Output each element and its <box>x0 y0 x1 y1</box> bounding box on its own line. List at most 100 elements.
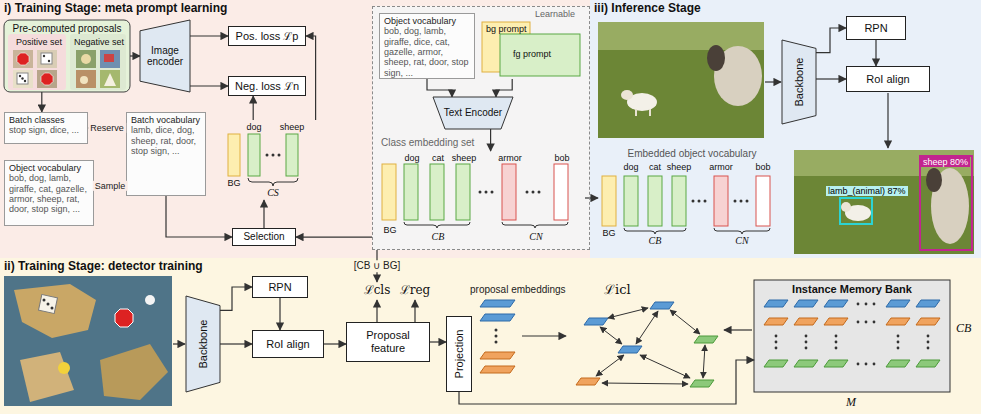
trapezoid-outline <box>433 97 513 129</box>
proposal-thumbnails <box>48 60 50 62</box>
proposal-embedding-vectors <box>495 335 498 338</box>
proposal-thumbnails <box>81 54 91 64</box>
connector <box>220 343 252 344</box>
vocabulary-box: Batch vocabularylamb, dice, dog, sheep, … <box>126 112 206 196</box>
contrastive-graph <box>596 308 705 384</box>
label-text: bob, dog, lamb, giraffe, dice, cat, gaze… <box>384 26 470 78</box>
connector <box>414 300 415 322</box>
embedding-columns <box>479 191 482 194</box>
label-text: CB <box>956 322 971 336</box>
contrastive-graph <box>600 327 622 344</box>
embedding-columns <box>692 200 695 203</box>
proposal-thumbnails <box>24 80 26 82</box>
static-arrow <box>887 93 888 148</box>
proposal-embedding-vectors <box>495 329 498 332</box>
selection-box: Selection <box>232 228 296 246</box>
label-text: sheep <box>667 162 692 172</box>
board-photo <box>39 295 58 314</box>
proposal-thumbnails <box>37 50 57 68</box>
label-text: Batch vocabulary <box>131 115 201 125</box>
label-text: Embedded object vocabulary <box>628 148 757 160</box>
memory-bank-grid <box>794 300 818 307</box>
contrastive-graph <box>576 302 718 387</box>
connector <box>490 129 491 151</box>
label-text: ℒcls <box>364 284 391 298</box>
prompt-stack: Learnablebg promptfg prompt <box>481 9 585 79</box>
proposal-thumbnails <box>76 70 96 88</box>
label-text: dog <box>404 153 419 163</box>
proposal-embedding-vectors <box>480 300 515 307</box>
label-text: bob, dog, lamb, giraffe, cat, gazelle, a… <box>9 173 89 214</box>
memory-bank-grid <box>886 360 910 367</box>
memory-bank-grid <box>764 318 788 325</box>
label-text: CS <box>267 187 279 199</box>
memory-bank-grid <box>824 318 848 325</box>
memory-bank-grid <box>927 347 930 350</box>
memory-bank-grid <box>897 335 900 338</box>
memory-bank-grid <box>916 360 940 367</box>
proposal-embedding-vectors <box>480 314 515 321</box>
contrastive-graph <box>576 378 600 385</box>
inference-photo <box>598 22 764 50</box>
label-text: Negative set <box>74 37 124 47</box>
label-text: Backbone <box>793 58 806 107</box>
connector <box>296 237 372 238</box>
loss-box: Pos. loss ℒp <box>228 26 306 46</box>
vocabulary-box: Object vocabularybob, dog, lamb, giraffe… <box>379 13 475 79</box>
proposal-thumbnails <box>41 53 52 64</box>
connector <box>427 79 452 97</box>
embedding-columns <box>624 176 638 226</box>
proposal-embedding-vectors <box>495 341 498 344</box>
trapezoid-outline <box>186 296 220 392</box>
label-text: RoI align <box>266 338 309 351</box>
embedding-columns <box>734 200 737 203</box>
edge-label: Reserve <box>88 123 126 133</box>
inference-photo <box>598 22 764 138</box>
connector <box>459 360 754 404</box>
label-text: Image encoder <box>140 45 190 68</box>
memory-bank-grid <box>835 347 838 350</box>
loss-label: ℒicl <box>604 283 631 298</box>
connector <box>263 200 264 228</box>
label-text: BG <box>227 178 240 188</box>
memory-bank-grid <box>897 347 900 350</box>
label-text: Object vocabulary <box>384 16 470 26</box>
vocabulary-box: Batch classesstop sign, dice, ... <box>4 112 88 144</box>
label-text: fg prompt <box>513 49 551 59</box>
proposal-set-box: Pre-computed proposalsPositive setNegati… <box>4 20 130 92</box>
proposal-thumbnails <box>104 73 116 86</box>
detection-result <box>920 156 972 250</box>
memory-bank-grid <box>857 363 860 366</box>
label-text: bob <box>554 153 569 163</box>
label-text: armor <box>498 153 522 163</box>
proposal-thumbnails <box>8 34 66 90</box>
label-text: sheep <box>452 153 477 163</box>
label-text: Positive set <box>16 37 62 47</box>
proposal-embedding-vectors <box>480 352 515 359</box>
embedding-columns <box>714 176 728 226</box>
connector <box>816 28 846 53</box>
static-arrow <box>522 335 566 336</box>
embedding-columns <box>272 154 275 157</box>
process-box: Proposal feature <box>346 322 430 362</box>
edge-label: [CB ∪ BG] <box>352 260 402 272</box>
detection-result <box>794 150 974 254</box>
connector <box>130 55 140 56</box>
panel-background <box>372 6 590 250</box>
proposal-thumbnails <box>13 50 33 68</box>
connector <box>376 300 377 322</box>
trapezoid-outline <box>782 40 816 124</box>
board-photo <box>14 284 96 338</box>
label-text: Batch classes <box>9 115 83 125</box>
memory-bank-grid <box>865 321 868 324</box>
label-text: Selection <box>243 231 284 243</box>
embedding-columns <box>248 178 298 186</box>
embedding-columns <box>698 200 701 203</box>
memory-bank-grid <box>857 321 860 324</box>
contrastive-graph <box>640 355 690 378</box>
embedding-columns <box>430 164 444 220</box>
embedding-columns <box>278 154 281 157</box>
proposal-thumbnails <box>17 53 29 65</box>
detection-label: lamb_(animal) 87% <box>826 186 908 196</box>
